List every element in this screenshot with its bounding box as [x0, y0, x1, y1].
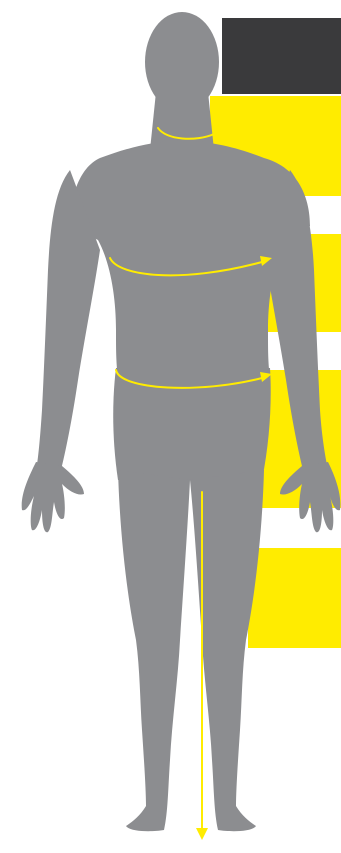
inseam-measurement-panel: [248, 548, 341, 648]
left-hand: [22, 462, 84, 532]
pelvis: [113, 368, 271, 480]
left-leg: [118, 470, 190, 831]
table-header-bar: [222, 18, 341, 94]
inseam-arrowhead: [196, 828, 208, 840]
